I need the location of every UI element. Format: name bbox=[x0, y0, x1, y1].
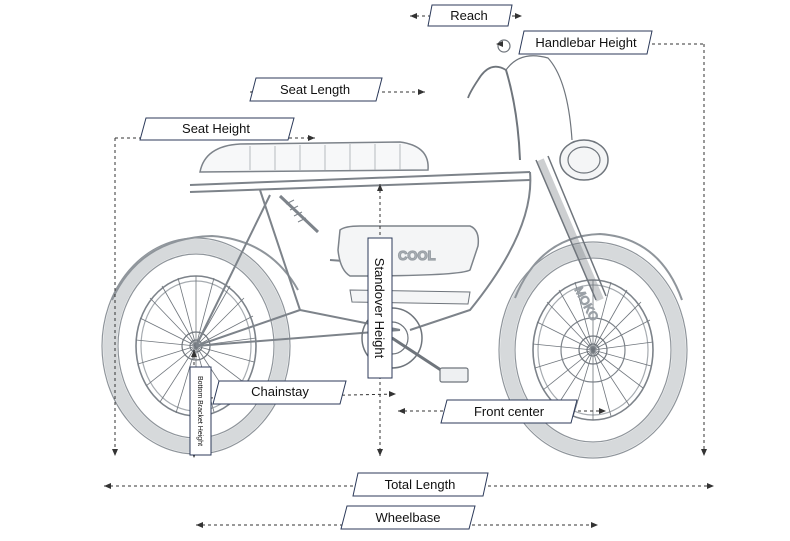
bottom-bracket-height-text: Bottom Bracket Height bbox=[196, 376, 203, 446]
bottom-bracket-height-label: Bottom Bracket Height bbox=[189, 366, 212, 456]
wheelbase-text: Wheelbase bbox=[375, 510, 440, 525]
front-fender bbox=[514, 232, 683, 301]
front-center-text: Front center bbox=[474, 404, 545, 419]
rear-fender bbox=[111, 234, 299, 301]
seat-height-text: Seat Height bbox=[182, 121, 250, 136]
rear-shock bbox=[278, 194, 320, 234]
handlebar-height-text: Handlebar Height bbox=[535, 35, 637, 50]
handlebar-height-label: Handlebar Height bbox=[518, 30, 653, 55]
standover-height-text: Standover Height bbox=[372, 258, 387, 359]
seat-length-text: Seat Length bbox=[280, 82, 350, 97]
reach-text: Reach bbox=[450, 8, 488, 23]
seat bbox=[199, 141, 429, 173]
total-length-label: Total Length bbox=[352, 472, 489, 497]
seat-height-label: Seat Height bbox=[139, 117, 295, 141]
wheelbase-label: Wheelbase bbox=[340, 505, 476, 530]
front-center-label: Front center bbox=[440, 399, 578, 424]
reach-label: Reach bbox=[427, 4, 513, 27]
frame bbox=[189, 171, 532, 347]
total-length-text: Total Length bbox=[385, 477, 456, 492]
seat-length-label: Seat Length bbox=[249, 77, 383, 102]
front-wheel bbox=[498, 241, 688, 459]
frame-logo-text: COOL bbox=[398, 248, 436, 263]
labels: Reach Handlebar Height Seat Length Seat … bbox=[139, 4, 653, 530]
fork-and-cockpit bbox=[467, 39, 609, 302]
chainstay-label: Chainstay bbox=[212, 380, 347, 405]
standover-height-label: Standover Height bbox=[367, 237, 393, 379]
chainstay-text: Chainstay bbox=[251, 384, 309, 399]
